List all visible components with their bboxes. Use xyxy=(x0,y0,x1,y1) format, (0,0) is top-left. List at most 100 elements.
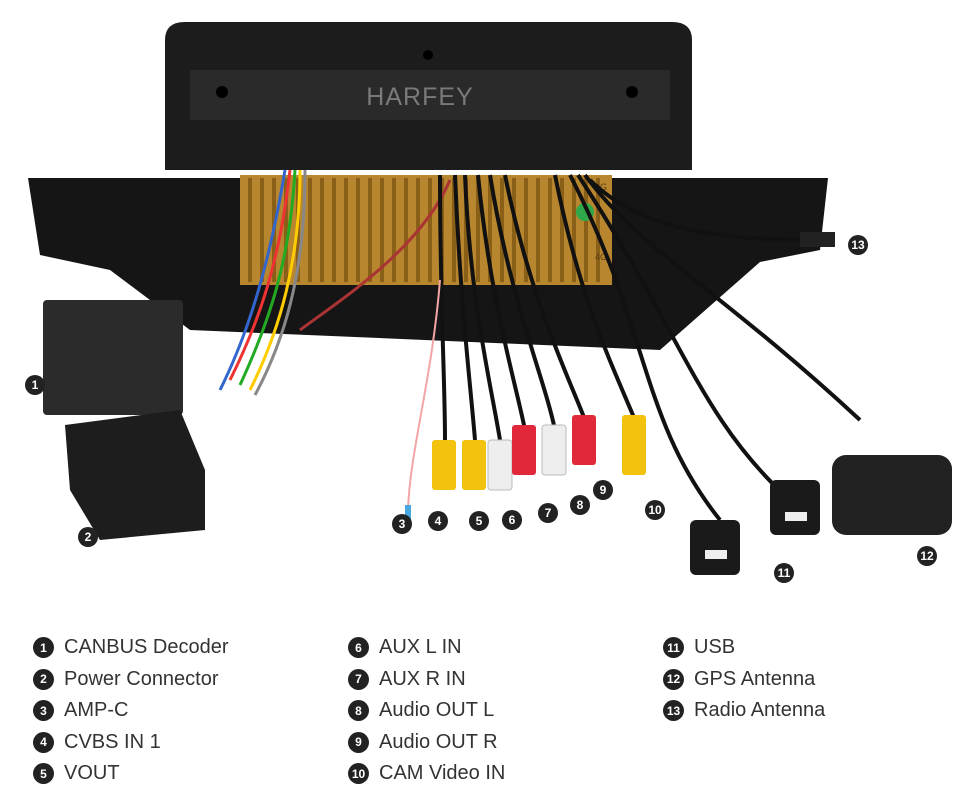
legend-label: Power Connector xyxy=(64,667,219,690)
heatsink-fin xyxy=(392,178,396,282)
legend-label: CVBS IN 1 xyxy=(64,730,161,753)
screw-hole xyxy=(216,86,228,98)
amp-wire xyxy=(407,279,441,511)
heatsink-fin xyxy=(572,178,576,282)
heatsink-fin xyxy=(584,178,588,282)
legend-label: Audio OUT R xyxy=(379,730,498,753)
av-cables xyxy=(438,173,862,522)
legend-label: USB xyxy=(694,636,736,659)
heatsink-fin xyxy=(524,178,528,282)
heatsink-fin xyxy=(356,178,360,282)
callout-2: 2 xyxy=(78,527,98,547)
callout-13: 13 xyxy=(848,235,868,255)
canbus-decoder xyxy=(43,300,183,415)
callout-12: 12 xyxy=(917,546,937,566)
callout-10: 10 xyxy=(645,500,665,520)
legend-item: 7 AUX R IN xyxy=(348,664,505,696)
board-mark: 4G xyxy=(595,182,607,192)
heatsink-fin xyxy=(260,178,264,282)
callout-9: 9 xyxy=(593,480,613,500)
rca-plug-yellow xyxy=(432,440,456,490)
legend-number: 2 xyxy=(33,668,54,690)
legend-label: CAM Video IN xyxy=(379,762,506,785)
heatsink-fin xyxy=(332,178,336,282)
legend-item: 4 CVBS IN 1 xyxy=(33,727,229,759)
legend-column: 11 USB 12 GPS Antenna 13 Radio Antenna xyxy=(663,632,825,727)
usb-connector xyxy=(690,520,740,575)
housing-band xyxy=(190,70,670,120)
legend-item: 5 VOUT xyxy=(33,758,229,790)
legend-label: CANBUS Decoder xyxy=(64,636,229,659)
heatsink-fin xyxy=(284,178,288,282)
legend-number: 1 xyxy=(33,637,54,659)
legend-number: 5 xyxy=(33,763,54,785)
legend-label: VOUT xyxy=(64,762,120,785)
legend-item: 2 Power Connector xyxy=(33,664,229,696)
wire-harness xyxy=(218,169,452,396)
heatsink-fin xyxy=(404,178,408,282)
board-mark: 4G xyxy=(595,252,607,262)
heatsink-fin xyxy=(512,178,516,282)
heatsink-fin xyxy=(452,178,456,282)
heatsink-fin xyxy=(344,178,348,282)
product-photo: HARFEY 4G 4G xyxy=(28,22,952,575)
legend-number: 11 xyxy=(663,637,684,659)
legend-number: 3 xyxy=(33,700,54,722)
heatsink-fin xyxy=(488,178,492,282)
heatsink-fin xyxy=(548,178,552,282)
legend-item: 12 GPS Antenna xyxy=(663,664,825,696)
legend-item: 11 USB xyxy=(663,632,825,664)
heatsink-fin xyxy=(308,178,312,282)
legend-number: 6 xyxy=(348,637,369,659)
usb-connector xyxy=(770,480,820,535)
legend-number: 12 xyxy=(663,668,684,690)
legend-number: 7 xyxy=(348,668,369,690)
legend-number: 4 xyxy=(33,731,54,753)
heatsink-fin xyxy=(464,178,468,282)
power-connector xyxy=(65,410,205,540)
callout-1: 1 xyxy=(25,375,45,395)
callout-7: 7 xyxy=(538,503,558,523)
callout-3: 3 xyxy=(392,514,412,534)
rca-plugs xyxy=(432,415,646,491)
amp-connector xyxy=(405,505,411,521)
heatsink-fin xyxy=(320,178,324,282)
screw-hole xyxy=(626,86,638,98)
legend-label: AUX L IN xyxy=(379,636,462,659)
rca-plug-white xyxy=(541,424,567,476)
legend-item: 6 AUX L IN xyxy=(348,632,505,664)
radio-antenna-plug xyxy=(800,232,835,247)
legend-label: GPS Antenna xyxy=(694,667,816,690)
screw-hole xyxy=(423,50,433,60)
callout-4: 4 xyxy=(428,511,448,531)
rca-plug-yellow xyxy=(462,440,486,490)
legend-item: 3 AMP-C xyxy=(33,695,229,727)
heatsink-fin xyxy=(560,178,564,282)
legend-item: 9 Audio OUT R xyxy=(348,727,505,759)
brand-logo: HARFEY xyxy=(366,83,473,111)
callout-6: 6 xyxy=(502,510,522,530)
heatsink-fin xyxy=(476,178,480,282)
legend-number: 9 xyxy=(348,731,369,753)
heatsink-fin xyxy=(248,178,252,282)
gps-antenna xyxy=(832,455,952,535)
rca-plug-yellow xyxy=(622,415,646,475)
legend-label: AUX R IN xyxy=(379,667,466,690)
legend-label: Radio Antenna xyxy=(694,699,826,722)
rca-plug-red xyxy=(572,415,596,465)
legend-number: 8 xyxy=(348,700,369,722)
callout-8: 8 xyxy=(570,495,590,515)
heatsink-fin xyxy=(536,178,540,282)
legend-item: 1 CANBUS Decoder xyxy=(33,632,229,664)
callout-11: 11 xyxy=(774,563,794,583)
heatsink-fin xyxy=(368,178,372,282)
legend-number: 13 xyxy=(663,700,684,722)
heatsink-fin xyxy=(380,178,384,282)
legend-item: 13 Radio Antenna xyxy=(663,695,825,727)
legend-label: AMP-C xyxy=(64,699,129,722)
callout-5: 5 xyxy=(469,511,489,531)
